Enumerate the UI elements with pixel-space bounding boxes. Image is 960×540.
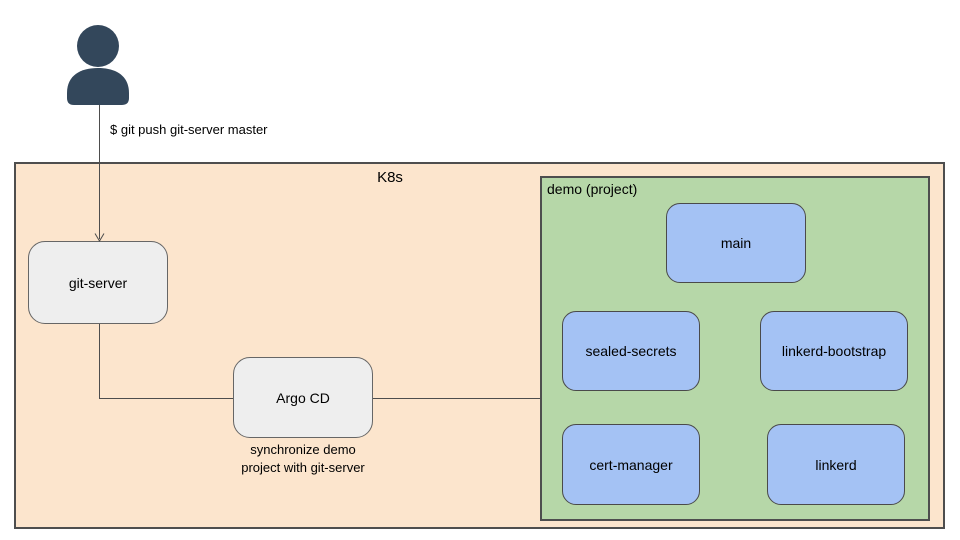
app-node-label: main <box>720 235 752 251</box>
app-node-cert-manager: cert-manager <box>562 424 700 505</box>
argo-cd-caption: synchronize demo project with git-server <box>241 442 365 475</box>
git-server-node-label: git-server <box>68 274 128 291</box>
demo-project-label: demo (project) <box>547 181 638 197</box>
app-node-linkerd: linkerd <box>767 424 905 505</box>
app-node-label: sealed-secrets <box>585 343 677 359</box>
argo-cd-node-label: Argo CD <box>276 389 330 406</box>
app-node-linkerd-bootstrap: linkerd-bootstrap <box>760 311 908 391</box>
git-push-command-label: $ git push git-server master <box>110 122 268 137</box>
app-node-label: linkerd-bootstrap <box>781 343 887 359</box>
k8s-cluster-label: K8s <box>377 169 403 186</box>
app-node-label: linkerd <box>815 456 857 473</box>
app-node-label: cert-manager <box>589 456 673 473</box>
argo-cd-node: Argo CD <box>233 357 373 438</box>
app-node-sealed-secrets: sealed-secrets <box>562 311 700 391</box>
app-node-main: main <box>666 203 806 283</box>
person-icon <box>67 25 129 105</box>
git-server-node: git-server <box>28 241 168 324</box>
